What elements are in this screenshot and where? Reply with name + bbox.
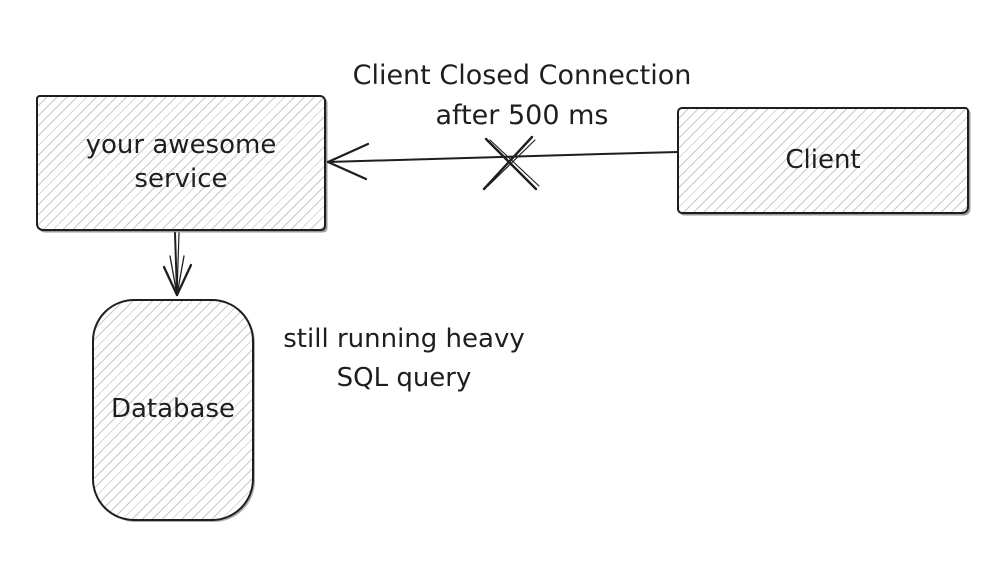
- arrowhead-left: [162, 265, 179, 297]
- arrowhead-lower: [326, 160, 368, 181]
- connection-closed-label-line1: Client Closed Connection: [352, 60, 692, 91]
- node-service-label: your awesome service: [85, 130, 277, 194]
- x-stroke-2: [482, 135, 534, 191]
- node-database-label: Database: [110, 394, 236, 425]
- arrowhead-right: [175, 263, 193, 297]
- arrow-shaft: [327, 151, 679, 163]
- x-stroke-overdraw-2: [487, 139, 536, 187]
- node-database: Database: [92, 299, 254, 521]
- x-stroke-1: [484, 137, 538, 191]
- database-query-note-line1: still running heavy: [283, 324, 525, 354]
- service-to-database-arrow: [162, 232, 193, 297]
- database-query-note: still running heavy SQL query: [258, 320, 550, 398]
- connection-closed-label-line2: after 500 ms: [435, 99, 609, 131]
- node-client: Client: [677, 107, 969, 214]
- database-query-note-line2: SQL query: [336, 363, 472, 393]
- arrow-shaft: [174, 232, 178, 295]
- arrowhead-inner-left: [169, 255, 178, 296]
- arrow-shaft-overdraw: [176, 232, 180, 295]
- node-client-label: Client: [785, 144, 861, 175]
- node-service: your awesome service: [36, 95, 326, 231]
- x-stroke-overdraw-1: [489, 139, 540, 187]
- arrowhead-upper: [326, 142, 370, 164]
- arrowhead-inner-right: [176, 255, 185, 296]
- connection-closed-label: Client Closed Connection after 500 ms: [333, 56, 711, 136]
- client-to-service-arrow: [326, 142, 679, 181]
- broken-connection-x-icon: [482, 135, 540, 191]
